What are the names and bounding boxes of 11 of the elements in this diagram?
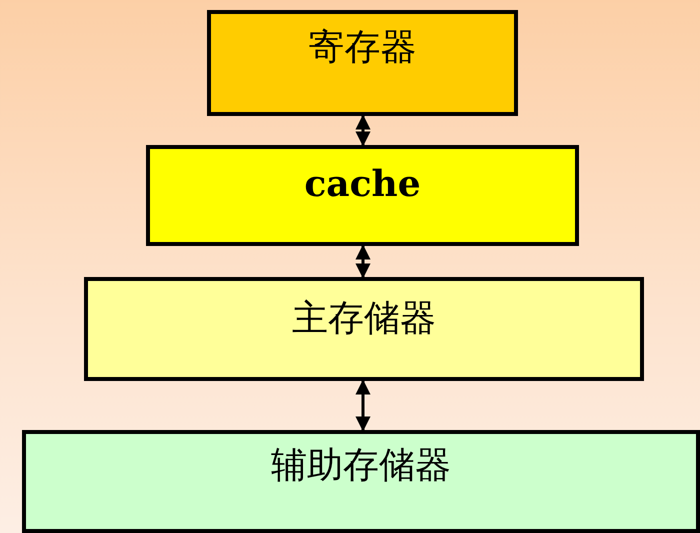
level-label: cache — [304, 165, 421, 205]
memory-level-box — [84, 277, 644, 381]
memory-level-box — [22, 430, 700, 533]
level-label: 主存储器 — [292, 299, 436, 339]
level-label: 寄存器 — [308, 28, 416, 68]
double-arrow — [356, 114, 370, 146]
level-label: 辅助存储器 — [271, 446, 451, 486]
double-arrow — [356, 244, 370, 278]
memory-level-box — [207, 10, 518, 116]
double-arrow — [356, 380, 370, 432]
memory-level-box — [146, 145, 579, 246]
